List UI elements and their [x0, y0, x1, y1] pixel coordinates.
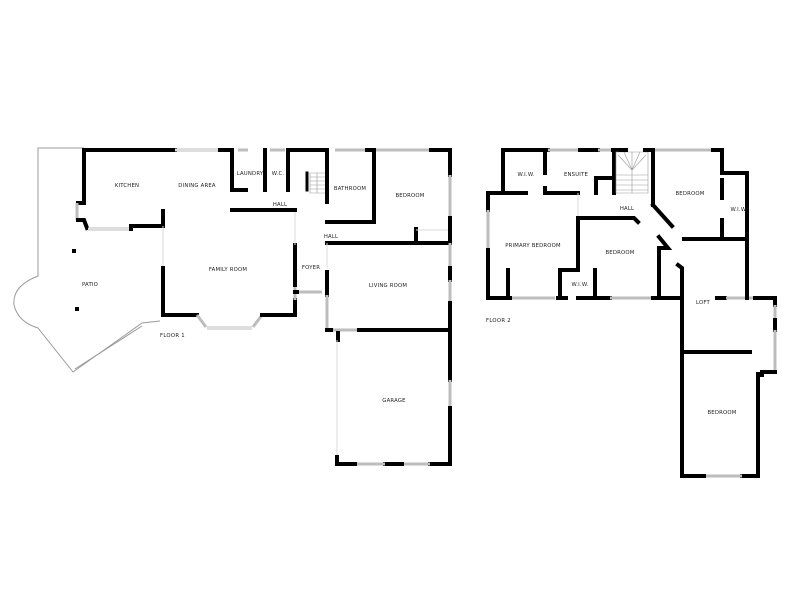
- room-label-wiw-center: W.I.W.: [571, 282, 589, 288]
- room-label-bedroom-south: BEDROOM: [707, 410, 737, 416]
- patio-outline: [13, 147, 161, 373]
- room-label-laundry: LAUNDRY: [236, 171, 264, 177]
- floor-2-walls: [486, 148, 777, 478]
- floor-2-label: FLOOR 2: [486, 318, 511, 324]
- room-label-bedroom-center: BEDROOM: [605, 250, 635, 256]
- room-label-family-room: FAMILY ROOM: [208, 267, 248, 273]
- room-label-bathroom: BATHROOM: [333, 186, 367, 192]
- room-label-dining-area: DINING AREA: [178, 183, 216, 189]
- patio-post: [72, 249, 76, 253]
- room-label-patio: PATIO: [81, 282, 99, 288]
- room-label-hall-lower: HALL: [323, 234, 339, 240]
- room-label-wiw-primary: W.I.W.: [517, 172, 535, 178]
- room-label-primary-bedroom: PRIMARY BEDROOM: [505, 243, 561, 249]
- room-label-ensuite: ENSUITE: [563, 172, 589, 178]
- floor-1-walls: [13, 147, 452, 466]
- room-label-kitchen: KITCHEN: [114, 183, 140, 189]
- room-label-hall-floor2: HALL: [619, 206, 635, 212]
- room-label-foyer: FOYER: [301, 265, 321, 271]
- room-label-wc: W.C.: [271, 171, 285, 177]
- room-label-bedroom-floor1: BEDROOM: [395, 193, 425, 199]
- room-label-living-room: LIVING ROOM: [368, 283, 408, 289]
- room-label-garage: GARAGE: [382, 398, 406, 404]
- room-label-loft: LOFT: [696, 300, 710, 306]
- room-label-hall-upper: HALL: [272, 202, 288, 208]
- floor-1-label: FLOOR 1: [160, 333, 185, 339]
- room-label-bedroom-ne: BEDROOM: [675, 191, 705, 197]
- patio-post: [75, 307, 79, 311]
- room-label-wiw-ne: W.I.W.: [730, 207, 748, 213]
